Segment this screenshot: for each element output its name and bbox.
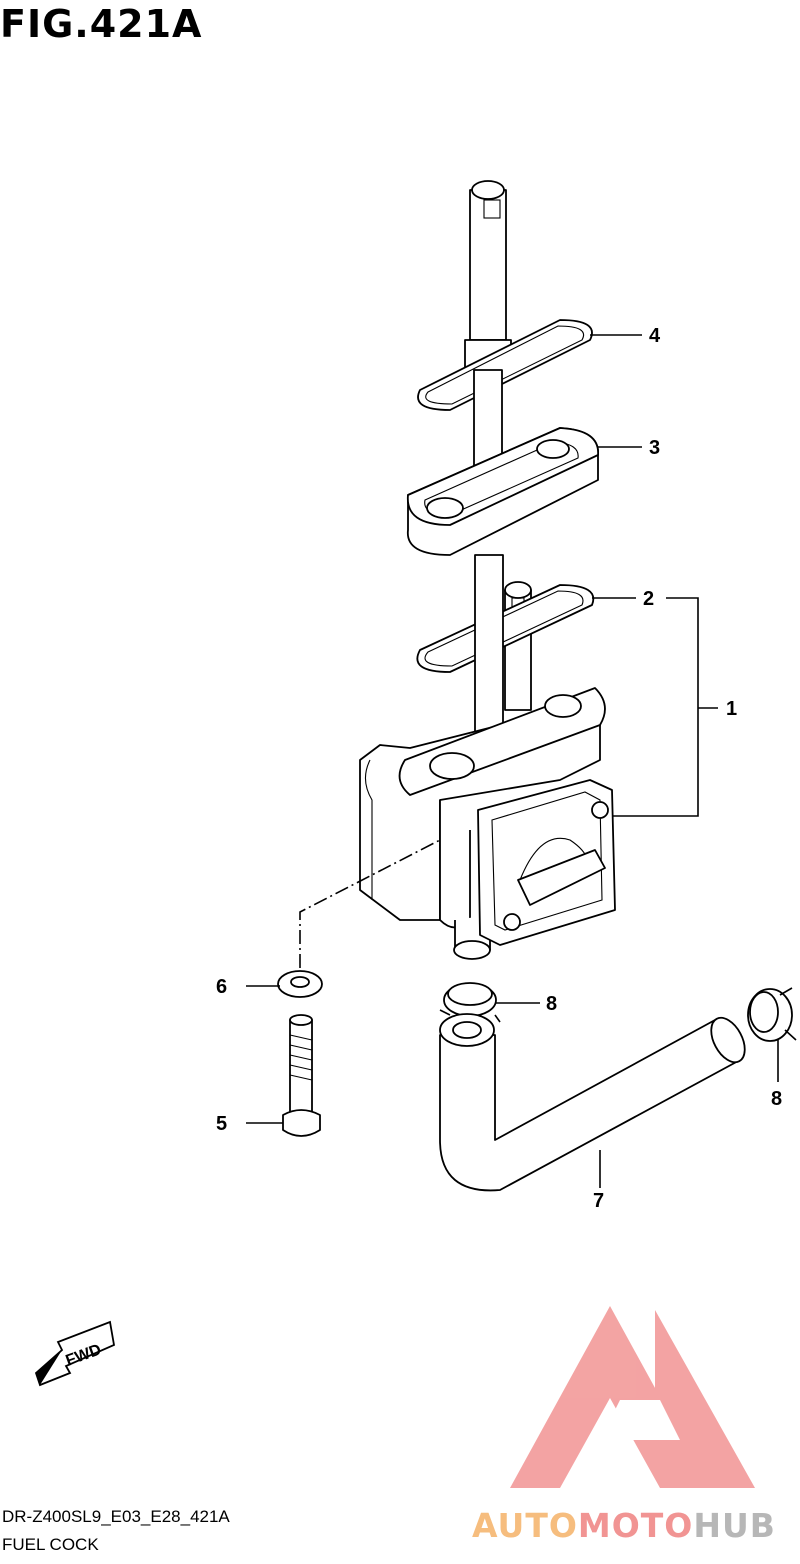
callout-8a: 8 xyxy=(546,993,557,1015)
watermark-moto: MOTO xyxy=(577,1506,694,1545)
part-8-clamp-a xyxy=(439,982,501,1023)
part-6-washer xyxy=(277,970,323,998)
part-2-oring-lower xyxy=(416,554,595,746)
fwd-arrow-icon: FWD xyxy=(34,1320,116,1387)
callout-8b: 8 xyxy=(771,1088,782,1110)
part-3-gasket xyxy=(407,427,599,556)
watermark-auto: AUTO xyxy=(472,1506,578,1545)
callout-6: 6 xyxy=(216,976,227,998)
footer-part-name: FUEL COCK xyxy=(2,1535,99,1554)
part-5-bolt xyxy=(282,1014,321,1137)
watermark-logo xyxy=(510,1306,755,1488)
part-7-hose xyxy=(439,1013,746,1192)
watermark-hub: HUB xyxy=(693,1506,776,1545)
figure-title: FIG.421A xyxy=(0,2,203,46)
callout-3: 3 xyxy=(649,437,660,459)
callout-7: 7 xyxy=(593,1190,604,1212)
callout-5: 5 xyxy=(216,1113,227,1135)
leader-lines xyxy=(246,334,779,1188)
watermark-text: AUTOMOTOHUB xyxy=(472,1506,776,1545)
footer-model-code: DR-Z400SL9_E03_E28_421A xyxy=(2,1507,230,1526)
callout-1: 1 xyxy=(726,698,737,720)
part-8-clamp-b xyxy=(747,987,797,1042)
part-1-fuel-cock-body xyxy=(359,687,616,960)
callout-2: 2 xyxy=(643,588,654,610)
callout-4: 4 xyxy=(649,325,661,347)
